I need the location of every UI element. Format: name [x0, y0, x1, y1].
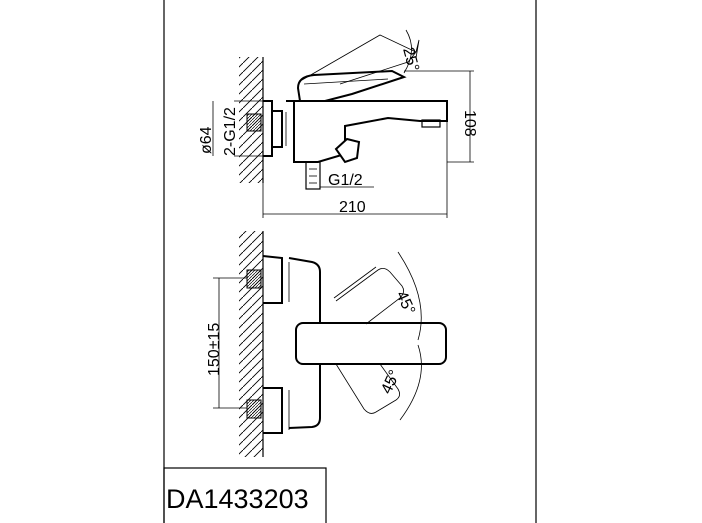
- nut-side: [246, 113, 262, 132]
- wall-hatch-front: [239, 231, 263, 457]
- side-view: 25° 108 210 G1/2 ø64 2-G1/2: [198, 29, 478, 218]
- front-view: 45° 45° 150±15: [206, 231, 447, 457]
- lever-handle: [296, 69, 407, 102]
- mixer-body-side: [286, 100, 448, 163]
- lever-rotated-down: [335, 363, 400, 414]
- centre-distance-label: 150±15: [206, 323, 223, 376]
- spout-outlet: [421, 119, 441, 128]
- angle-lower-label: 45°: [378, 368, 404, 397]
- inlet-thread-label: 2-G1/2: [222, 107, 239, 156]
- inlet-diameter-label: ø64: [198, 126, 215, 154]
- length-dimension-label: 210: [339, 199, 366, 216]
- nut-top: [246, 269, 262, 289]
- lever-rotated-up: [333, 266, 404, 325]
- lever-front: [295, 322, 447, 365]
- outlet-connector: [305, 161, 321, 190]
- model-code: DA1433203: [166, 484, 309, 514]
- title-block: DA1433203: [163, 467, 327, 523]
- nut-bottom: [246, 399, 262, 419]
- height-dimension-label: 108: [461, 110, 478, 137]
- diverter-knob: [334, 137, 361, 164]
- angle-upper-label: 45°: [392, 289, 418, 318]
- drawing-frame: [163, 0, 537, 523]
- lever-angle-label: 25°: [399, 46, 422, 74]
- outlet-thread-label: G1/2: [328, 172, 363, 189]
